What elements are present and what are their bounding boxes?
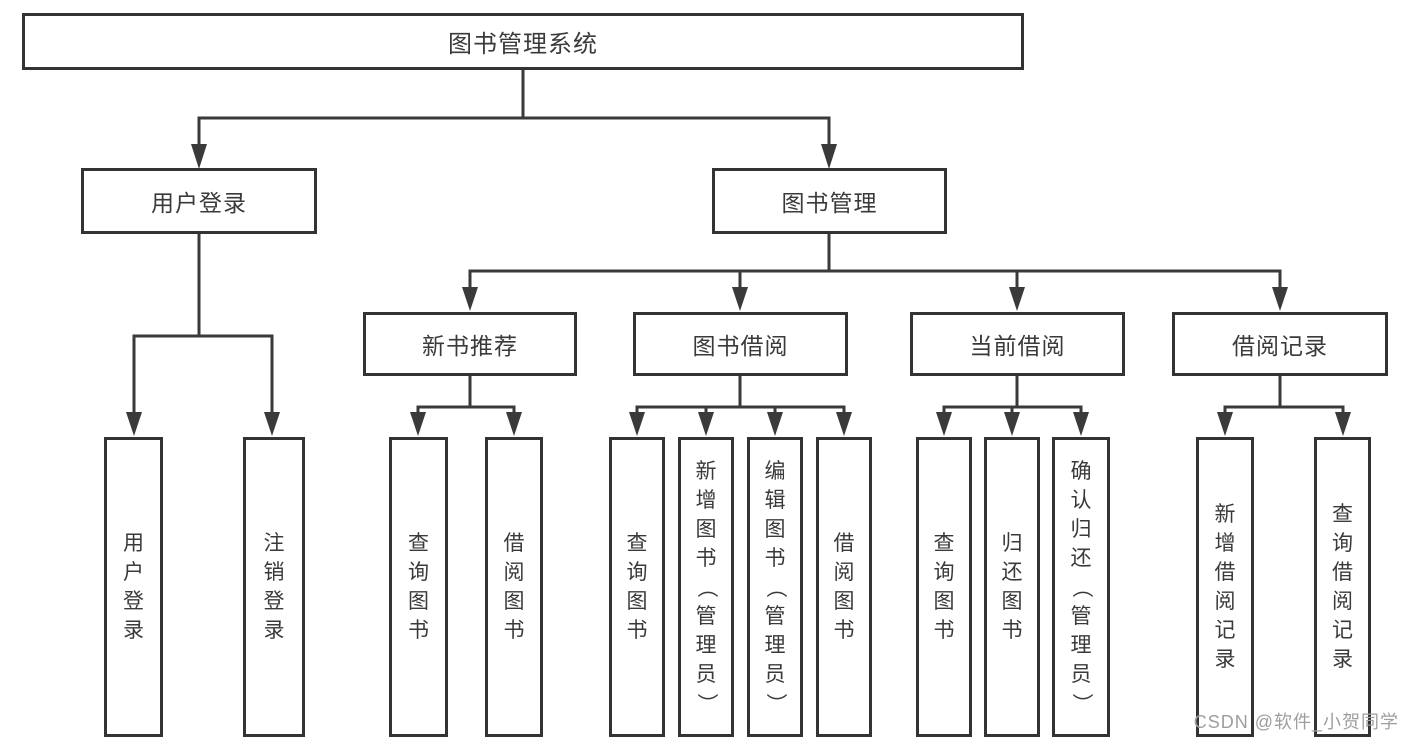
- leaf-logout-label: 注销登录: [263, 532, 285, 642]
- leaf-newbook-borrow-label: 借阅图书: [503, 532, 525, 642]
- leaf-record-query-label: 查询借阅记录: [1332, 503, 1353, 671]
- leaf-borrow-edit-admin-label: 编辑图书（管理员）: [763, 459, 787, 714]
- leaf-current-query-label: 查询图书: [933, 532, 955, 642]
- leaf-current-confirm-admin-label: 确认归还（管理员）: [1069, 459, 1093, 714]
- leaf-record-add: 新增借阅记录: [1196, 437, 1254, 737]
- leaf-borrow-add-admin: 新增图书（管理员）: [678, 437, 734, 737]
- leaf-newbook-borrow: 借阅图书: [485, 437, 543, 737]
- leaf-newbook-query-label: 查询图书: [408, 532, 429, 642]
- leaf-user-login: 用户登录: [104, 437, 163, 737]
- leaf-logout: 注销登录: [243, 437, 305, 737]
- leaf-borrow-edit-admin: 编辑图书（管理员）: [747, 437, 803, 737]
- node-current-borrow: 当前借阅: [910, 312, 1125, 376]
- leaf-borrow-query-label: 查询图书: [626, 532, 648, 642]
- node-user-login: 用户登录: [81, 168, 317, 234]
- leaf-borrow-book: 借阅图书: [816, 437, 872, 737]
- leaf-current-return: 归还图书: [984, 437, 1040, 737]
- leaf-borrow-query: 查询图书: [609, 437, 665, 737]
- leaf-borrow-book-label: 借阅图书: [833, 532, 855, 642]
- leaf-record-add-label: 新增借阅记录: [1214, 503, 1236, 671]
- leaf-user-login-label: 用户登录: [123, 532, 144, 642]
- leaf-current-return-label: 归还图书: [1001, 532, 1023, 642]
- leaf-borrow-add-admin-label: 新增图书（管理员）: [694, 459, 718, 714]
- csdn-watermark: CSDN @软件_小贺同学: [1193, 712, 1399, 732]
- node-new-book-recommend: 新书推荐: [363, 312, 577, 376]
- node-root: 图书管理系统: [22, 13, 1024, 70]
- leaf-current-confirm-admin: 确认归还（管理员）: [1052, 437, 1110, 737]
- leaf-record-query: 查询借阅记录: [1314, 437, 1371, 737]
- node-book-management: 图书管理: [712, 168, 947, 234]
- node-borrow-records: 借阅记录: [1172, 312, 1388, 376]
- node-book-borrow: 图书借阅: [633, 312, 848, 376]
- leaf-newbook-query: 查询图书: [389, 437, 448, 737]
- leaf-current-query: 查询图书: [916, 437, 972, 737]
